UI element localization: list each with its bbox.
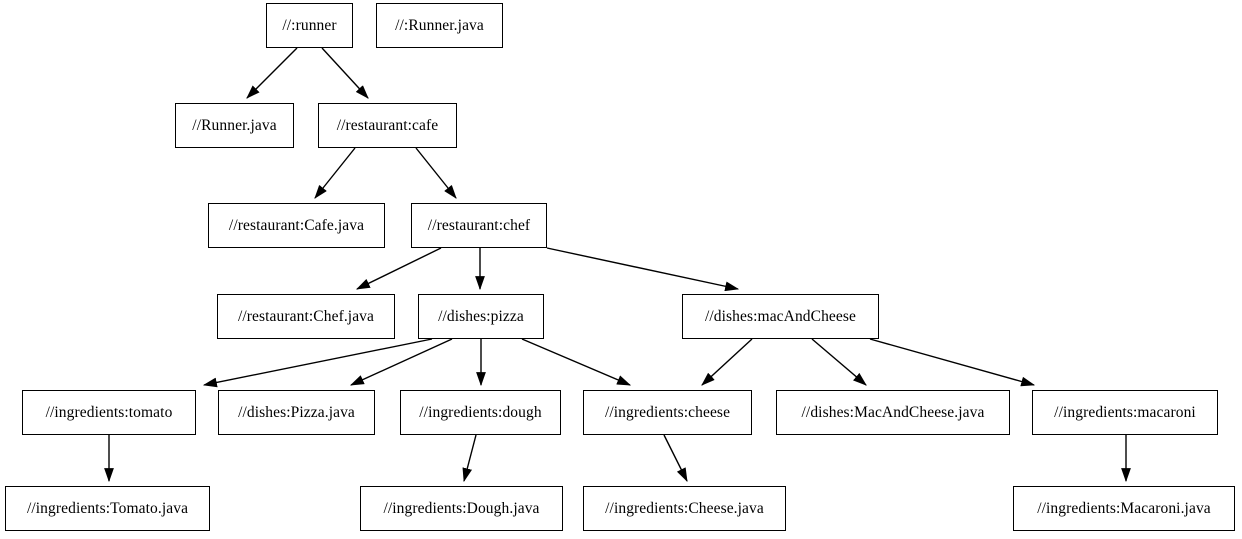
- graph-node-label: //ingredients:Tomato.java: [26, 499, 189, 517]
- graph-node-label: //ingredients:macaroni: [1054, 403, 1196, 421]
- graph-node-label: //ingredients:cheese: [604, 403, 731, 421]
- graph-node-tomato_java[interactable]: //ingredients:Tomato.java: [5, 486, 210, 531]
- graph-node-ing_macaroni[interactable]: //ingredients:macaroni: [1032, 390, 1218, 435]
- graph-node-label: //dishes:MacAndCheese.java: [801, 403, 985, 421]
- graph-node-chef_java[interactable]: //restaurant:Chef.java: [217, 294, 395, 339]
- graph-node-runner_java[interactable]: //Runner.java: [175, 103, 294, 148]
- graph-node-runner[interactable]: //:runner: [266, 3, 353, 48]
- graph-node-label: //dishes:macAndCheese: [704, 307, 857, 325]
- graph-node-label: //ingredients:dough: [419, 403, 542, 421]
- graph-node-dishes_mac[interactable]: //dishes:macAndCheese: [682, 294, 879, 339]
- graph-node-pizza_java[interactable]: //dishes:Pizza.java: [218, 390, 375, 435]
- graph-node-label: //dishes:Pizza.java: [238, 403, 355, 421]
- graph-node-dishes_pizza[interactable]: //dishes:pizza: [418, 294, 544, 339]
- graph-node-macaroni_java[interactable]: //ingredients:Macaroni.java: [1013, 486, 1235, 531]
- graph-node-cafe_java[interactable]: //restaurant:Cafe.java: [208, 203, 385, 248]
- graph-node-restaurant_cafe[interactable]: //restaurant:cafe: [318, 103, 457, 148]
- graph-node-label: //restaurant:Cafe.java: [228, 216, 365, 234]
- graph-node-dough_java[interactable]: //ingredients:Dough.java: [360, 486, 563, 531]
- graph-node-ing_cheese[interactable]: //ingredients:cheese: [583, 390, 752, 435]
- graph-node-mac_java[interactable]: //dishes:MacAndCheese.java: [776, 390, 1010, 435]
- graph-node-label: //:Runner.java: [395, 16, 484, 34]
- graph-node-label: //ingredients:Dough.java: [383, 499, 540, 517]
- graph-node-label: //restaurant:Chef.java: [237, 307, 375, 325]
- graph-node-label: //Runner.java: [192, 116, 277, 134]
- graph-node-label: //restaurant:chef: [427, 216, 531, 234]
- graph-node-cheese_java[interactable]: //ingredients:Cheese.java: [583, 486, 786, 531]
- graph-node-label: //dishes:pizza: [438, 307, 524, 325]
- graph-node-label: //ingredients:Cheese.java: [605, 499, 764, 517]
- graph-node-label: //ingredients:tomato: [45, 403, 173, 421]
- graph-node-ing_tomato[interactable]: //ingredients:tomato: [22, 390, 196, 435]
- graph-node-restaurant_chef[interactable]: //restaurant:chef: [411, 203, 547, 248]
- graph-node-label: //:runner: [282, 16, 337, 34]
- graph-node-runner_java_root[interactable]: //:Runner.java: [376, 3, 503, 48]
- graph-node-label: //ingredients:Macaroni.java: [1037, 499, 1211, 517]
- graph-node-label: //restaurant:cafe: [336, 116, 439, 134]
- graph-node-ing_dough[interactable]: //ingredients:dough: [400, 390, 561, 435]
